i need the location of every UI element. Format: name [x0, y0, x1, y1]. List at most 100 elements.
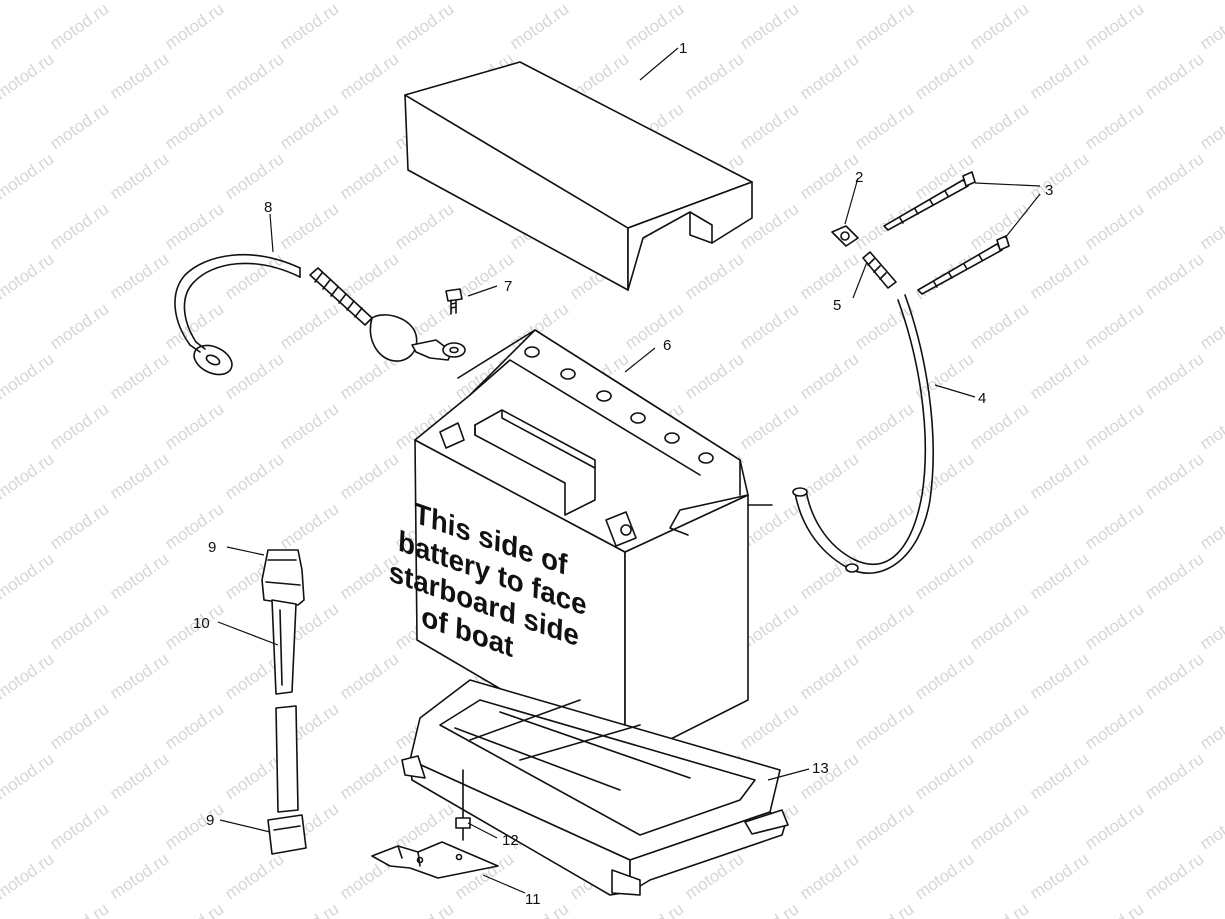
- callout-1: 1: [679, 40, 687, 57]
- watermark-text: motod.ru: [106, 449, 172, 503]
- watermark-text: motod.ru: [0, 449, 57, 503]
- callout-6: 6: [663, 337, 671, 354]
- watermark-text: motod.ru: [851, 699, 917, 753]
- watermark-text: motod.ru: [796, 649, 862, 703]
- watermark-text: motod.ru: [221, 0, 287, 3]
- watermark-text: motod.ru: [276, 499, 342, 553]
- watermark-text: motod.ru: [1026, 749, 1092, 803]
- watermark-text: motod.ru: [276, 899, 342, 919]
- watermark-text: motod.ru: [46, 399, 112, 453]
- watermark-text: motod.ru: [966, 99, 1032, 153]
- mounting-bracket: [371, 841, 499, 879]
- watermark-text: motod.ru: [736, 0, 802, 53]
- callout-3: 3: [1045, 182, 1053, 199]
- watermark-text: motod.ru: [1026, 349, 1092, 403]
- watermark-text: motod.ru: [1081, 499, 1147, 553]
- watermark-text: motod.ru: [1141, 349, 1207, 403]
- battery-cover: [404, 61, 753, 291]
- battery: [414, 329, 773, 763]
- battery-cable: [174, 253, 466, 376]
- watermark-text: motod.ru: [106, 249, 172, 303]
- watermark-text: motod.ru: [1081, 599, 1147, 653]
- watermark-text: motod.ru: [736, 399, 802, 453]
- watermark-text: motod.ru: [1196, 0, 1225, 53]
- watermark-text: motod.ru: [1196, 399, 1225, 453]
- watermark-text: motod.ru: [46, 299, 112, 353]
- watermark-text: motod.ru: [276, 199, 342, 253]
- callout-5: 5: [833, 297, 841, 314]
- watermark-text: motod.ru: [1196, 199, 1225, 253]
- watermark-text: motod.ru: [851, 99, 917, 153]
- watermark-text: motod.ru: [451, 0, 517, 3]
- watermark-text: motod.ru: [1081, 99, 1147, 153]
- watermark-text: motod.ru: [681, 49, 747, 103]
- cell-cap: [524, 346, 540, 358]
- watermark-text: motod.ru: [796, 0, 862, 3]
- watermark-text: motod.ru: [46, 499, 112, 553]
- watermark-text: motod.ru: [796, 749, 862, 803]
- watermark-text: motod.ru: [161, 99, 227, 153]
- cell-cap: [560, 368, 576, 380]
- watermark-text: motod.ru: [46, 199, 112, 253]
- callout-9b: 9: [206, 812, 214, 829]
- watermark-text: motod.ru: [796, 349, 862, 403]
- watermark-text: motod.ru: [221, 249, 287, 303]
- watermark-text: motod.ru: [736, 899, 802, 919]
- watermark-text: motod.ru: [221, 849, 287, 903]
- watermark-text: motod.ru: [1141, 49, 1207, 103]
- watermark-text: motod.ru: [1026, 849, 1092, 903]
- watermark-text: motod.ru: [1141, 849, 1207, 903]
- watermark-text: motod.ru: [276, 399, 342, 453]
- watermark-text: motod.ru: [1196, 499, 1225, 553]
- watermark-text: motod.ru: [1026, 0, 1092, 3]
- watermark-text: motod.ru: [1081, 699, 1147, 753]
- watermark-text: motod.ru: [1141, 449, 1207, 503]
- callout-12: 12: [502, 832, 519, 849]
- cable-ties: [883, 171, 1010, 295]
- watermark-text: motod.ru: [336, 149, 402, 203]
- watermark-text: motod.ru: [391, 0, 457, 53]
- watermark-text: motod.ru: [966, 899, 1032, 919]
- watermark-text: motod.ru: [106, 649, 172, 703]
- watermark-text: motod.ru: [796, 849, 862, 903]
- watermark-text: motod.ru: [966, 799, 1032, 853]
- watermark-text: motod.ru: [1196, 599, 1225, 653]
- watermark-text: motod.ru: [851, 599, 917, 653]
- callout-labels: 1 2 3 4 5 6 7 8 9 10 9 11 12 13: [193, 40, 1053, 908]
- watermark-text: motod.ru: [161, 899, 227, 919]
- watermark-text: motod.ru: [1026, 649, 1092, 703]
- watermark-text: motod.ru: [391, 899, 457, 919]
- watermark-text: motod.ru: [161, 799, 227, 853]
- watermark-text: motod.ru: [0, 249, 57, 303]
- watermark-text: motod.ru: [46, 699, 112, 753]
- watermark-text: motod.ru: [851, 499, 917, 553]
- watermark-text: motod.ru: [161, 0, 227, 53]
- callout-7: 7: [504, 278, 512, 295]
- watermark-text: motod.ru: [1026, 549, 1092, 603]
- watermark-text: motod.ru: [911, 749, 977, 803]
- vent-cap: [831, 225, 859, 247]
- watermark-text: motod.ru: [0, 749, 57, 803]
- watermark-text: motod.ru: [0, 849, 57, 903]
- vent-hose: [792, 294, 934, 574]
- watermark-text: motod.ru: [966, 699, 1032, 753]
- watermark-text: motod.ru: [1026, 449, 1092, 503]
- watermark-text: motod.ru: [221, 349, 287, 403]
- watermark-text: motod.ru: [966, 599, 1032, 653]
- watermark-text: motod.ru: [1081, 0, 1147, 53]
- watermark-text: motod.ru: [796, 249, 862, 303]
- watermark-text: motod.ru: [106, 749, 172, 803]
- watermark-text: motod.ru: [336, 449, 402, 503]
- watermark-text: motod.ru: [1141, 749, 1207, 803]
- watermark-text: motod.ru: [1196, 299, 1225, 353]
- watermark-text: motod.ru: [0, 349, 57, 403]
- watermark-text: motod.ru: [106, 349, 172, 403]
- watermark-text: motod.ru: [1141, 0, 1207, 3]
- watermark-text: motod.ru: [161, 499, 227, 553]
- watermark-text: motod.ru: [1196, 899, 1225, 919]
- watermark-text: motod.ru: [0, 49, 57, 103]
- watermark-text: motod.ru: [911, 649, 977, 703]
- watermark-text: motod.ru: [46, 899, 112, 919]
- watermark-text: motod.ru: [966, 299, 1032, 353]
- watermark-text: motod.ru: [1026, 49, 1092, 103]
